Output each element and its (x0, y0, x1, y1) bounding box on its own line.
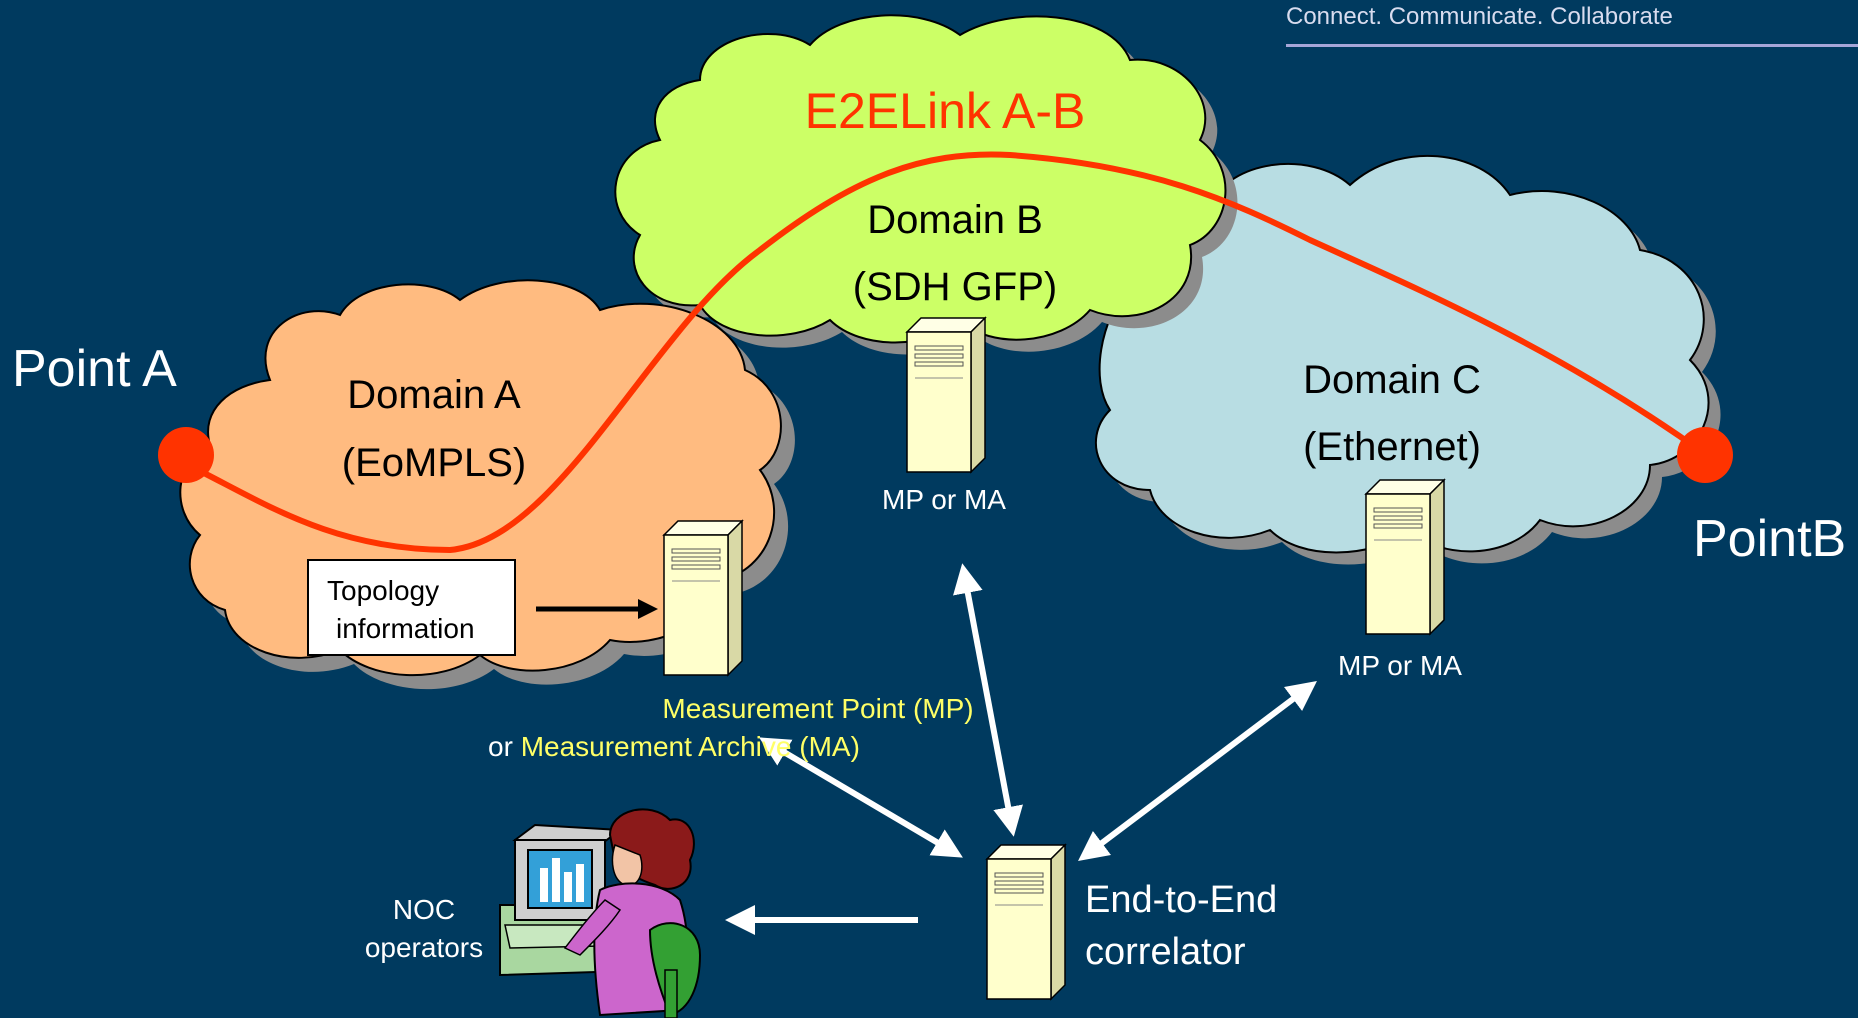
server-b-label: MP or MA (882, 484, 1006, 515)
domain-c-cloud (1094, 154, 1721, 565)
arrow-correlator-domain-c (1078, 680, 1317, 862)
topology-box (307, 559, 516, 656)
server-domain-c[interactable] (1365, 479, 1445, 635)
point-a-label: Point A (12, 340, 177, 398)
noc-operator-icon (499, 808, 702, 1018)
point-a-dot[interactable] (158, 427, 214, 483)
point-b-dot[interactable] (1677, 427, 1733, 483)
domain-b-cloud (614, 14, 1238, 355)
topology-line1: Topology (327, 575, 439, 606)
server-domain-a[interactable] (663, 520, 743, 676)
server-a-label-archive: Measurement Archive (MA) (521, 731, 860, 762)
e2e-link-path (184, 151, 1707, 554)
domain-b-name: Domain B (867, 198, 1043, 242)
server-correlator[interactable] (986, 844, 1066, 1000)
noc-line1: NOC (393, 894, 455, 925)
correlator-line2: correlator (1085, 931, 1246, 973)
correlator-line1: End-to-End (1085, 879, 1277, 921)
server-c-label: MP or MA (1338, 650, 1462, 681)
server-a-label-or: or (488, 731, 521, 762)
topology-line2: information (336, 613, 475, 644)
server-domain-b[interactable] (906, 317, 986, 473)
domain-a-name: Domain A (347, 373, 521, 417)
arrow-correlator-domain-a (759, 737, 963, 858)
tagline: Connect. Communicate. Collaborate (1286, 2, 1858, 47)
server-a-label-line2: or Measurement Archive (MA) (488, 731, 860, 762)
domain-a-tech: (EoMPLS) (342, 441, 527, 485)
arrow-correlator-domain-b (953, 563, 1023, 837)
domain-c-name: Domain C (1303, 358, 1481, 402)
domain-c-tech: (Ethernet) (1303, 425, 1481, 469)
noc-line2: operators (365, 932, 483, 963)
point-b-label: PointB (1693, 510, 1846, 568)
server-a-label-line1: Measurement Point (MP) (662, 693, 973, 724)
domain-b-tech: (SDH GFP) (853, 265, 1057, 309)
e2e-link-label: E2ELink A-B (805, 83, 1086, 139)
